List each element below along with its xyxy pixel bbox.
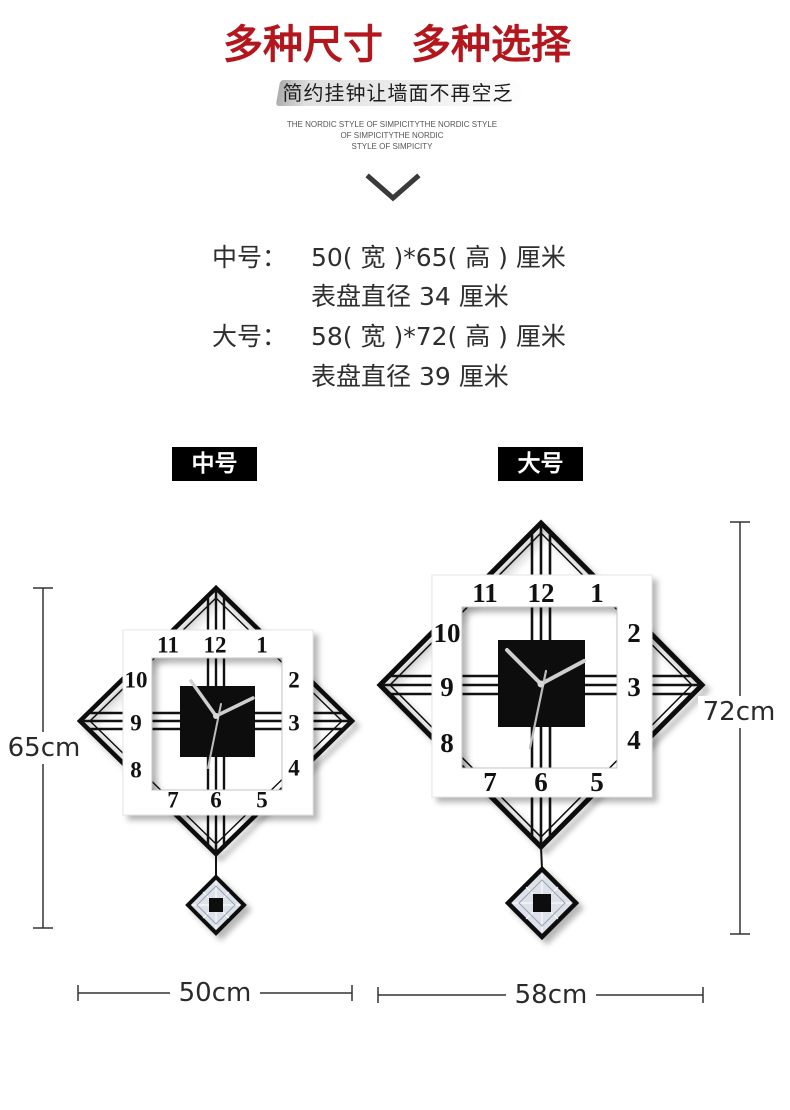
subtitle: 简约挂钟让墙面不再空乏 [282,81,514,105]
numeral-4: 4 [288,756,300,781]
spec-large-size: 58( 宽 )*72( 高 ) 厘米 [311,322,566,351]
pendulum-center-square [533,894,551,912]
numeral-9: 9 [440,672,454,702]
numeral-4: 4 [627,725,641,755]
pendulum [504,865,580,941]
numeral-11: 11 [472,578,498,608]
medium-width-label: 50cm [170,977,260,1009]
hand-pivot [213,713,219,719]
clock-hands [189,679,255,769]
large-width-label: 58cm [506,979,596,1011]
medium-height-label: 65cm [3,732,85,764]
chevron-down-icon [365,173,421,202]
numeral-1: 1 [590,578,604,608]
hour-hand [539,659,586,686]
clock-face-window [151,657,283,791]
spec-medium-dial: 表盘直径 34 厘米 [311,282,509,311]
numeral-12: 12 [204,633,227,658]
english-tagline-line-3: STYLE OF SIMPICITY [351,142,433,151]
large-size-tag: 大号 [498,447,583,481]
title-choices: 多种选择 [411,22,571,68]
numeral-2: 2 [288,668,300,693]
hand-pivot [537,680,545,688]
minute-hand [505,648,543,686]
numeral-5: 5 [590,767,604,797]
medium-size-tag: 中号 [172,447,257,481]
spec-medium-size: 50( 宽 )*65( 高 ) 厘米 [311,243,566,272]
numeral-7: 7 [483,767,497,797]
title-sizes: 多种尺寸 [223,22,383,68]
pendulum [185,874,247,936]
numeral-10: 10 [434,618,461,648]
pendulum-center-square [209,898,223,912]
pendulum-inner-diamond [196,885,236,925]
large-height-label: 72cm [698,696,780,728]
pendulum-rod [540,846,543,870]
numeral-12: 12 [528,578,555,608]
medium-clock: 12 1 2 3 4 5 6 7 8 9 10 11 [76,584,356,936]
numeral-6: 6 [534,767,548,797]
hour-hand [214,696,255,718]
numeral-3: 3 [627,672,641,702]
spec-medium-label: 中号： [212,243,288,272]
numeral-6: 6 [210,788,222,813]
numeral-10: 10 [125,668,148,693]
english-tagline-line-1: THE NORDIC STYLE OF SIMPICITYTHE NORDIC … [286,120,498,129]
second-hand [207,703,222,769]
numeral-2: 2 [627,618,641,648]
spec-large-dial: 表盘直径 39 厘米 [311,362,509,391]
english-tagline-line-2: OF SIMPICITYTHE NORDIC [340,131,444,140]
pendulum-inner-diamond [518,879,566,927]
numeral-11: 11 [157,633,179,658]
minute-hand [189,679,218,718]
clock-hands [505,648,586,750]
numeral-9: 9 [130,711,142,736]
large-clock-numerals: 12 1 2 3 4 5 6 7 8 9 10 11 [434,578,641,797]
medium-clock-numerals: 12 1 2 3 4 5 6 7 8 9 10 11 [125,633,301,813]
large-clock: 12 1 2 3 4 5 6 7 8 9 10 11 [376,519,706,941]
numeral-8: 8 [130,758,142,783]
numeral-1: 1 [256,633,268,658]
clock-face-window [461,606,618,769]
numeral-8: 8 [440,728,454,758]
numeral-7: 7 [167,788,179,813]
page-title: 多种尺寸多种选择 [0,20,790,70]
large-height-dimension-line [730,521,750,935]
numeral-5: 5 [256,788,268,813]
spec-large-label: 大号： [212,322,288,351]
numeral-3: 3 [288,711,300,736]
